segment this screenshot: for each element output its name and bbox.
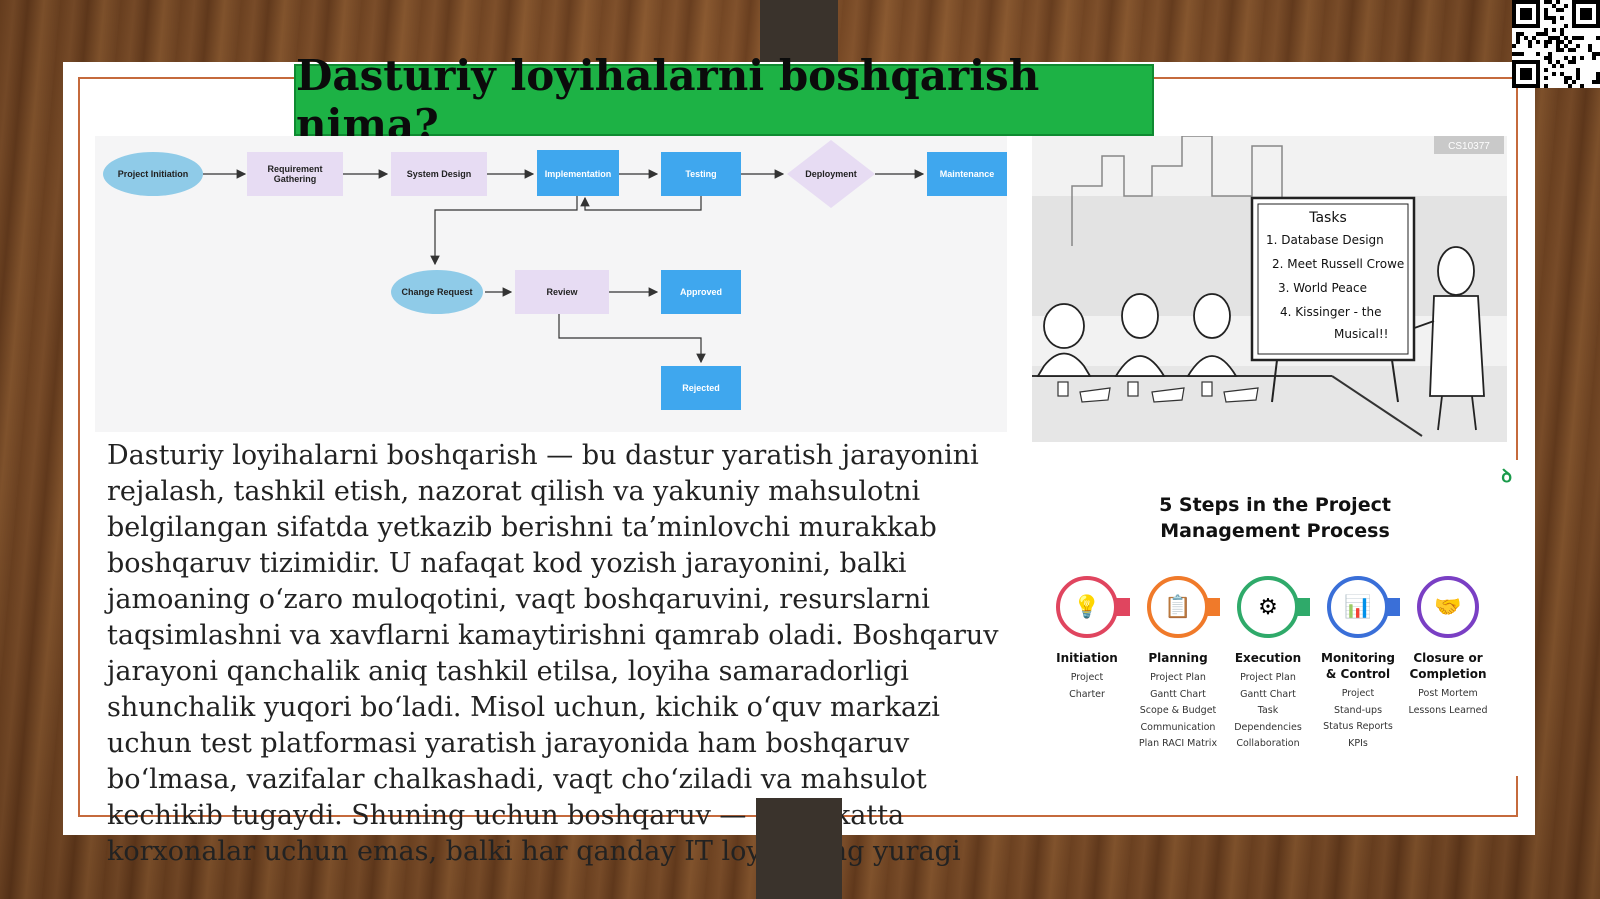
qr-code-svg (1512, 0, 1600, 88)
node-label-deployment: Deployment (805, 169, 857, 179)
node-requirement-gathering (247, 152, 343, 196)
step-icon: 📋 (1147, 576, 1209, 638)
task-item-3: 3. World Peace (1278, 281, 1367, 295)
binder-ribbon-bottom (756, 798, 842, 899)
flowchart-svg: Project Initiation Requirement Gathering… (103, 140, 1007, 410)
node-label-requirement-2: Gathering (274, 174, 317, 184)
node-implementation (537, 150, 619, 196)
step-icon: 💡 (1056, 576, 1118, 638)
node-project-initiation (103, 152, 203, 196)
node-label-requirement-1: Requirement (267, 164, 322, 174)
node-label-implementation: Implementation (545, 169, 612, 179)
node-deployment (787, 140, 875, 208)
cartoon-svg: CS10377 Tasks 1. Database Design 2. Meet… (1032, 136, 1507, 442)
flowchart-connectors (203, 169, 925, 364)
node-label-rejected: Rejected (682, 383, 720, 393)
node-label-maintenance: Maintenance (940, 169, 995, 179)
node-label-system-design: System Design (407, 169, 472, 179)
process-flowchart: Project Initiation Requirement Gathering… (95, 136, 1007, 432)
node-review (515, 270, 609, 314)
slide-body-text: Dasturiy loyihalarni boshqarish — bu das… (107, 440, 999, 867)
binder-ribbon-top (760, 0, 838, 70)
task-item-5: Musical!! (1334, 327, 1388, 341)
step-name: Monitoring& Control (1321, 651, 1395, 681)
city-skyline (1071, 136, 1283, 246)
step-icon: 📊 (1327, 576, 1389, 638)
steps-infographic: ꝺ 5 Steps in the Project Management Proc… (1032, 460, 1518, 776)
step-icon: ⚙ (1237, 576, 1299, 638)
cartoon-people (1036, 246, 1485, 431)
slide-title: Dasturiy loyihalarni boshqarish nima? (296, 51, 1040, 149)
node-change-request (391, 270, 483, 314)
node-approved (661, 270, 741, 314)
step-name: Initiation (1056, 651, 1118, 665)
node-label-change-request: Change Request (401, 287, 472, 297)
meeting-table (1032, 366, 1507, 442)
table-items (1057, 381, 1259, 403)
step-icon: 🤝 (1417, 576, 1479, 638)
node-testing (661, 152, 741, 196)
steps-title-line1: 5 Steps in the Project (1159, 494, 1391, 516)
steps-title-line2: Management Process (1160, 520, 1390, 542)
task-board (1250, 196, 1416, 362)
node-label-project-initiation: Project Initiation (118, 169, 189, 179)
node-label-testing: Testing (685, 169, 716, 179)
node-rejected (661, 366, 741, 410)
gfg-logo: ꝺ (1501, 466, 1512, 487)
cartoon-corner-tag (1434, 136, 1504, 154)
task-item-1: 1. Database Design (1266, 233, 1384, 247)
task-item-4: 4. Kissinger - the (1280, 305, 1382, 319)
task-board-title: Tasks (1308, 210, 1347, 226)
step-name: Execution (1234, 651, 1302, 665)
node-label-approved: Approved (680, 287, 722, 297)
node-label-review: Review (546, 287, 578, 297)
task-item-2: 2. Meet Russell Crowe (1272, 257, 1404, 271)
qr-code (1512, 0, 1600, 88)
node-maintenance (927, 152, 1007, 196)
steps-title: 5 Steps in the Project Management Proces… (1032, 492, 1518, 544)
cartoon-corner-label: CS10377 (1448, 141, 1490, 152)
cartoon-illustration: CS10377 Tasks 1. Database Design 2. Meet… (1032, 136, 1507, 442)
step-name: Planning (1148, 651, 1208, 665)
node-system-design (391, 152, 487, 196)
title-banner: Dasturiy loyihalarni boshqarish nima? (294, 51, 1154, 149)
